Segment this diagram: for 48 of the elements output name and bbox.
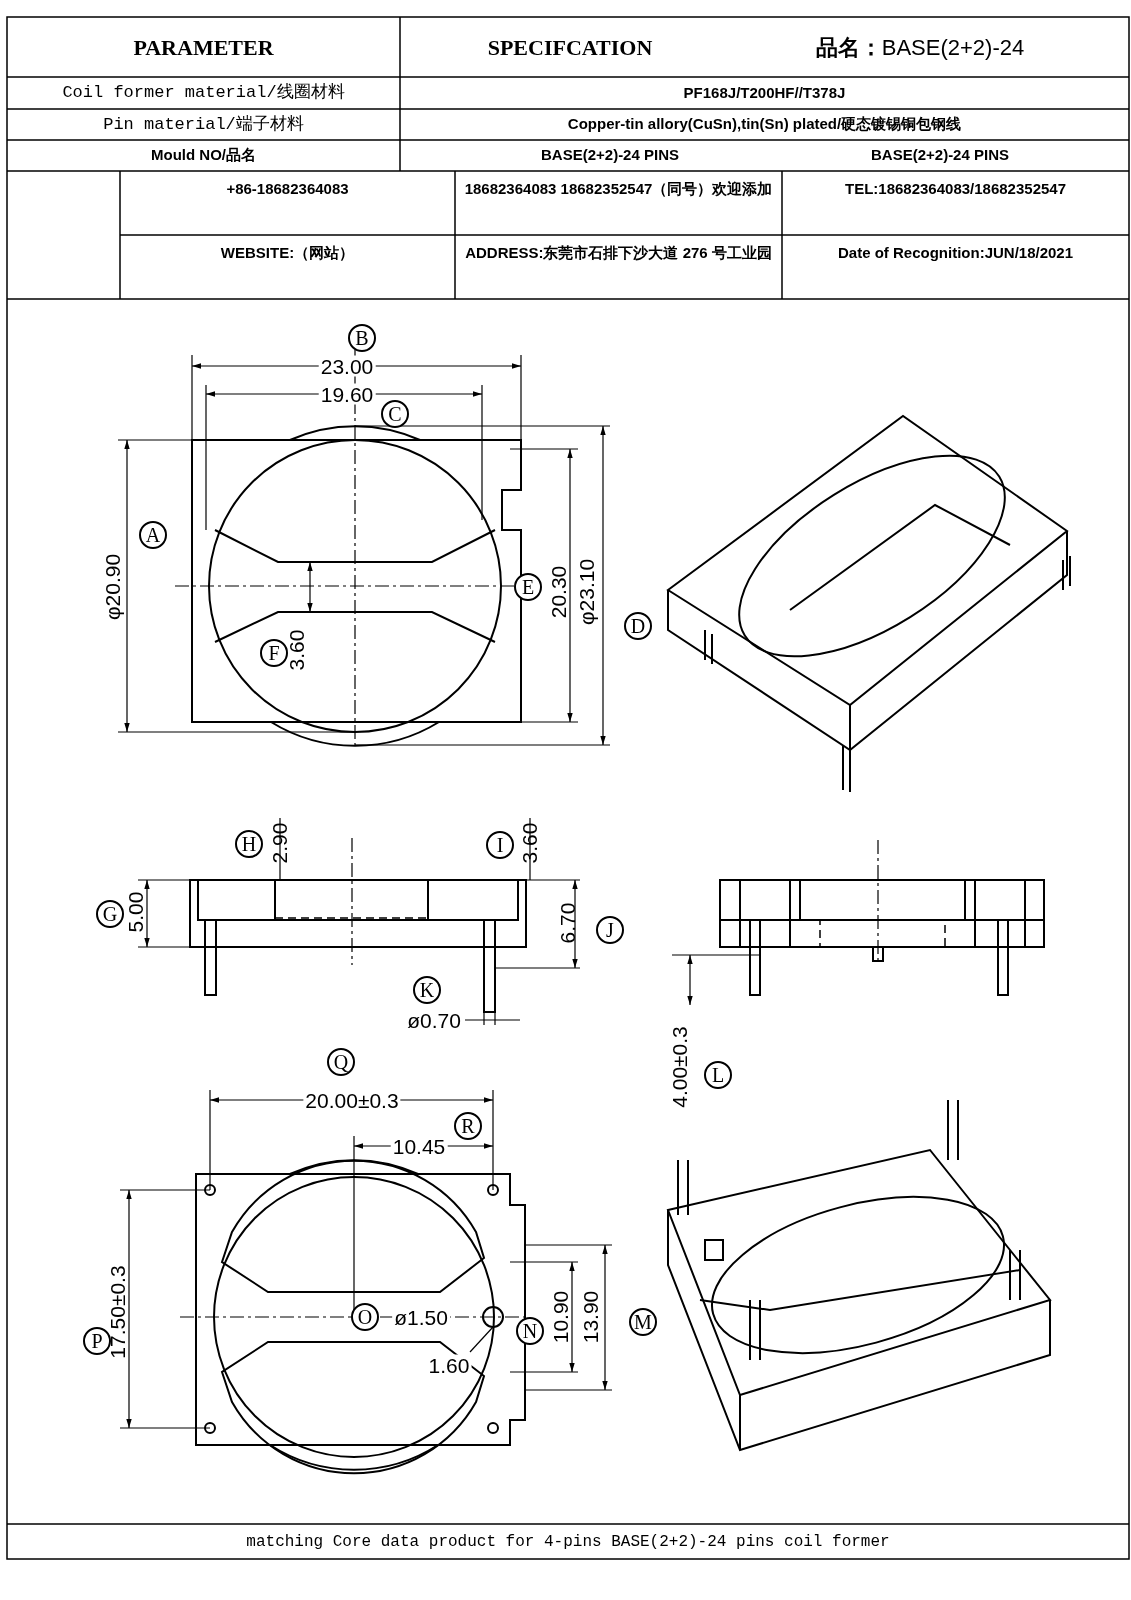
spec-text: Pin material/端子材料 — [103, 113, 304, 136]
callout-letter: L — [704, 1061, 732, 1089]
dimension-text: 4.00±0.3 — [668, 1026, 690, 1108]
callout-letter: I — [486, 831, 514, 859]
callout-letter: A — [139, 521, 167, 549]
dimension-text: 2.90 — [268, 822, 290, 864]
spec-text: BASE(2+2)-24 PINS — [871, 145, 1009, 166]
spec-text: Date of Recognition:JUN/18/2021 — [837, 243, 1074, 263]
callout-letter: N — [516, 1317, 544, 1345]
dimension-text: 20.30 — [547, 565, 569, 619]
dimension-text: 23.00 — [318, 355, 376, 377]
callout-letter: C — [381, 400, 409, 428]
dimension-text: 5.00 — [124, 891, 146, 933]
spec-text: Coil former material/线圈材料 — [62, 82, 345, 105]
spec-text: Mould NO/品名 — [151, 145, 256, 166]
callout-letter: O — [351, 1303, 379, 1331]
spec-text: 18682364083 18682352547（同号）欢迎添加 — [464, 179, 773, 199]
callout-letter: G — [96, 900, 124, 928]
callout-letter: K — [413, 976, 441, 1004]
dimension-text: φ23.10 — [575, 558, 597, 626]
table-header-text: PARAMETER — [133, 33, 274, 62]
spec-text: BASE(2+2)-24 PINS — [541, 145, 679, 166]
table-header-text: SPECIFCATION — [487, 33, 653, 62]
spec-text: Copper-tin allory(CuSn),tin(Sn) plated/硬态镀锡铜包钢线 — [567, 114, 962, 135]
dimension-text: 3.60 — [518, 822, 540, 864]
dimension-text: 6.70 — [556, 902, 578, 944]
spec-text: TEL:18682364083/18682352547 — [845, 179, 1066, 199]
dimension-text: 19.60 — [318, 383, 376, 405]
dimension-text: 3.60 — [285, 629, 307, 671]
dimension-text: 13.90 — [579, 1290, 601, 1344]
callout-letter: F — [260, 639, 288, 667]
callout-letter: M — [629, 1308, 657, 1336]
spec-text: ADDRESS:东莞市石排下沙大道 276 号工业园 — [465, 243, 772, 263]
dimension-text: 10.90 — [549, 1290, 571, 1344]
callout-letter: E — [514, 573, 542, 601]
spec-text: PF168J/T200HF//T378J — [683, 82, 846, 103]
callout-letter: J — [596, 916, 624, 944]
callout-letter: H — [235, 830, 263, 858]
callout-letter: R — [454, 1112, 482, 1140]
callout-letter: D — [624, 612, 652, 640]
dimension-text: φ20.90 — [101, 553, 123, 621]
callout-letter: B — [348, 324, 376, 352]
footer-note: matching Core data product for 4-pins BASE(2+2)-24 pins coil former — [246, 1531, 890, 1553]
callout-letter: Q — [327, 1048, 355, 1076]
spec-text: 品名：BASE(2+2)-24 — [815, 33, 1025, 62]
callout-letter: P — [83, 1327, 111, 1355]
spec-text: +86-18682364083 — [226, 179, 349, 199]
spec-text: WEBSITE:（网站） — [220, 243, 355, 263]
